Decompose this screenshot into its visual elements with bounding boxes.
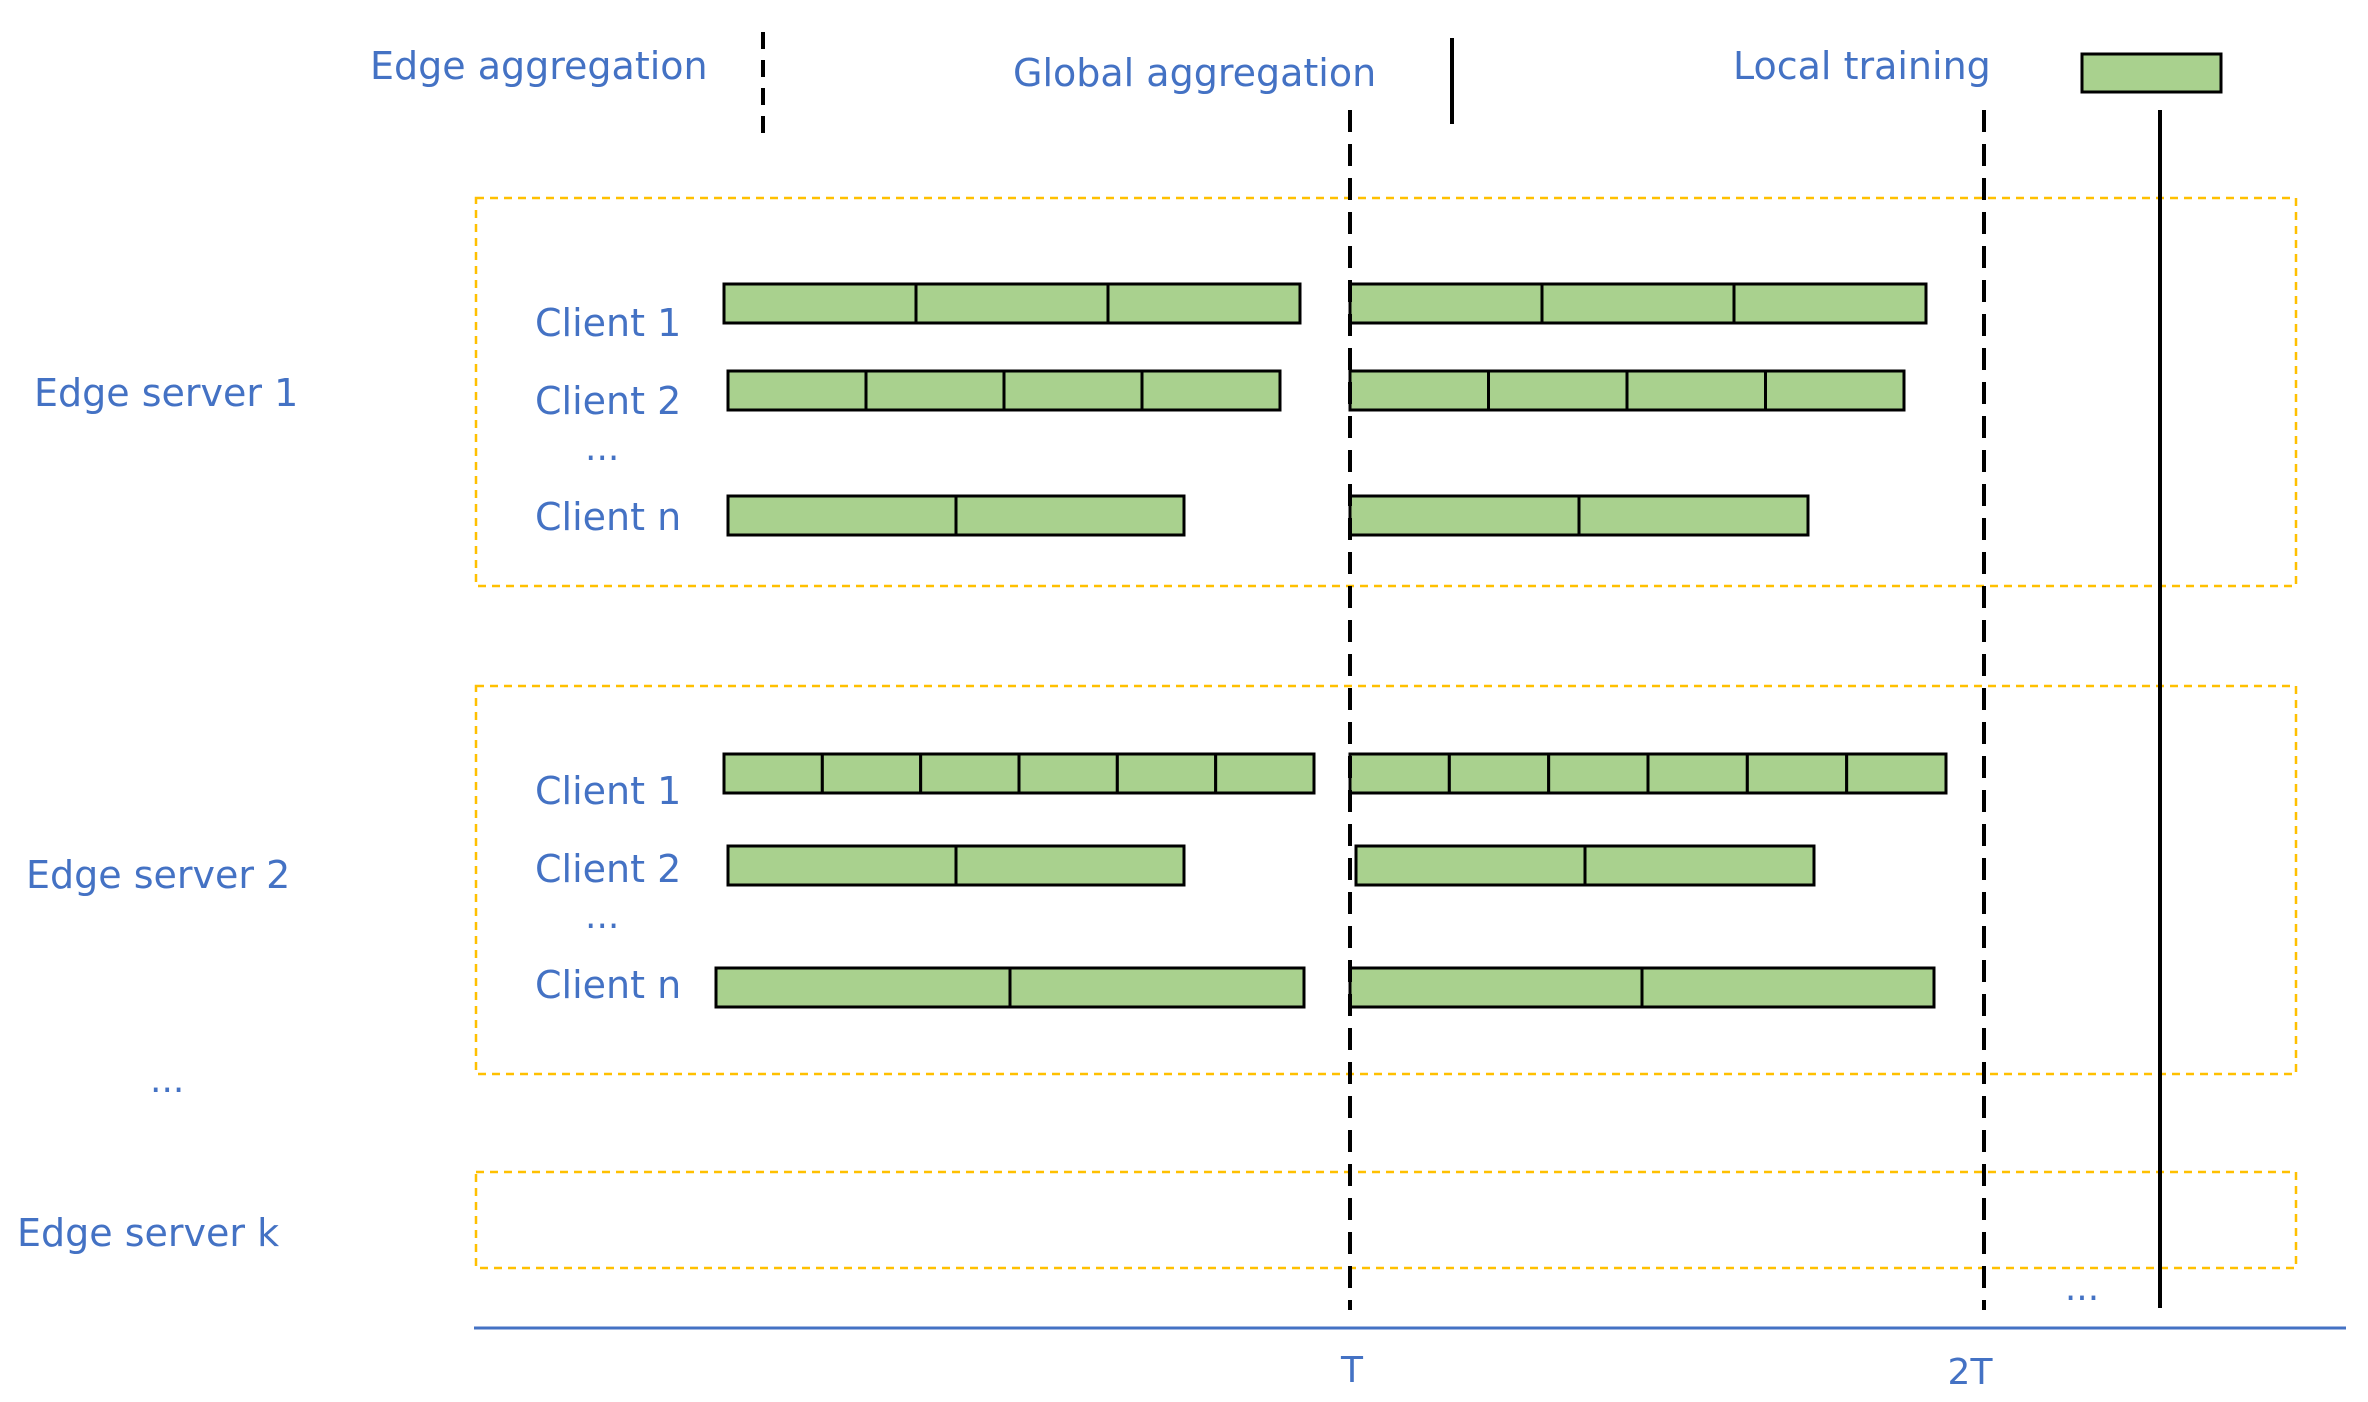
server-2-client-2-round-1-training-segment-1 [726,844,958,887]
edge-server-2-box [474,684,2298,1076]
edge-server-k-box [474,1170,2298,1270]
tick-label-2T: 2T [1948,1352,1994,1393]
edge-server-1-box [474,196,2298,588]
server-2-client-1-round-2-training-segment-3 [1547,752,1650,795]
server-2-client-1-round-2-training-segment-4 [1646,752,1749,795]
server-boxes [474,196,2298,1270]
legend-local-training-swatch [2080,52,2223,94]
timeline-ellipsis: ... [2065,1268,2099,1309]
server-1-client-1-label: Client 1 [535,301,681,345]
legend: Edge aggregation Global aggregation Loca… [370,32,2223,136]
edge-server-1-label: Edge server 1 [34,371,298,415]
edge-server-2-label: Edge server 2 [26,853,290,897]
aggregation-lines [1348,110,2162,1310]
server-1-client-2-round-2-training-segment-1 [1348,369,1490,412]
server-2-client-1-round-2-training-segment-1 [1348,752,1451,795]
server-labels: Edge server 1 Edge server 2 ... Edge ser… [17,371,298,1255]
legend-global-aggregation-label: Global aggregation [1013,51,1376,95]
server-1-client-2-round-2-training-segment-4 [1764,369,1906,412]
server-1-client-1-round-1-training-segment-2 [914,282,1110,325]
server-2-client-3-round-1-training-segment-2 [1008,966,1306,1009]
edge-server-k-label: Edge server k [17,1211,279,1255]
time-axis: T 2T ... [474,1268,2346,1393]
server-2-client-2-label: Client 2 [535,847,681,891]
server-1-client-2-label: Client 2 [535,379,681,423]
server-2-client-3-round-2-training-segment-1 [1348,966,1644,1009]
server-2-client-1-label: Client 1 [535,769,681,813]
training-bars [714,282,1948,1009]
server-2-client-3-round-2-training-segment-2 [1640,966,1936,1009]
server-1-client-2-round-2-training-segment-3 [1625,369,1767,412]
server-2-client-1-round-2-training-segment-6 [1845,752,1948,795]
server-1-client-1-round-2-training-segment-1 [1348,282,1544,325]
server-1-client-2-round-2-training-segment-2 [1487,369,1629,412]
server-2-client-3-round-1-training-segment-1 [714,966,1012,1009]
server-1-client-2-round-1-training-segment-4 [1140,369,1282,412]
server-2-client-n-label: Client n [535,963,681,1007]
server-1-client-n-label: Client n [535,495,681,539]
server-1-client-2-round-1-training-segment-3 [1002,369,1144,412]
server-1-client-1-round-2-training-segment-2 [1540,282,1736,325]
client-labels: Client 1 Client 2 ... Client n Client 1 … [535,301,681,1007]
server-2-clients-ellipsis: ... [585,896,619,937]
server-1-client-2-round-1-training-segment-2 [864,369,1006,412]
server-2-client-1-round-1-training-segment-3 [919,752,1021,795]
server-2-client-1-round-1-training-segment-4 [1017,752,1119,795]
server-1-client-1-round-1-training-segment-3 [1106,282,1302,325]
server-1-client-3-round-2-training-segment-2 [1577,494,1810,537]
server-2-client-2-round-1-training-segment-2 [954,844,1186,887]
server-1-client-3-round-1-training-segment-2 [954,494,1186,537]
server-1-client-1-round-2-training-segment-3 [1732,282,1928,325]
server-2-client-1-round-1-training-segment-2 [820,752,923,795]
server-2-client-1-round-1-training-segment-6 [1214,752,1316,795]
server-1-client-3-round-1-training-segment-1 [726,494,958,537]
server-2-client-1-round-2-training-segment-5 [1745,752,1849,795]
server-2-client-1-round-1-training-segment-5 [1115,752,1218,795]
server-1-clients-ellipsis: ... [585,428,619,469]
server-1-client-1-round-1-training-segment-1 [722,282,918,325]
server-2-client-2-round-2-training-segment-1 [1354,844,1587,887]
server-2-client-1-round-2-training-segment-2 [1447,752,1551,795]
servers-ellipsis: ... [150,1060,184,1101]
tick-label-T: T [1340,1350,1364,1391]
server-1-client-2-round-1-training-segment-1 [726,369,868,412]
legend-edge-aggregation-label: Edge aggregation [370,44,708,88]
server-1-client-3-round-2-training-segment-1 [1348,494,1581,537]
server-2-client-2-round-2-training-segment-2 [1583,844,1816,887]
legend-local-training-label: Local training [1733,44,1991,88]
server-2-client-1-round-1-training-segment-1 [722,752,824,795]
